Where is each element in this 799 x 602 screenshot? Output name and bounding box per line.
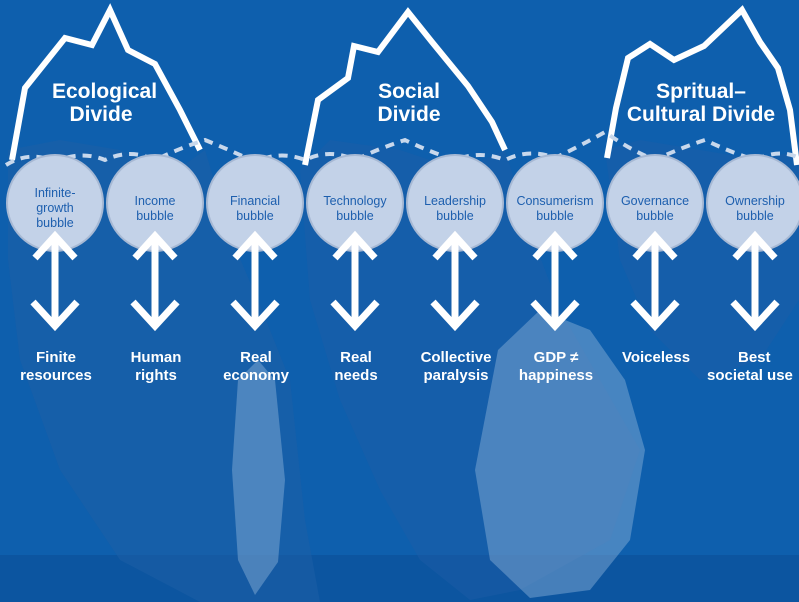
consequence-real-economy: Real economy (201, 349, 311, 385)
ghost-shape-left (232, 360, 285, 595)
bubble-label-line: bubble (436, 209, 474, 223)
consequence-line: happiness (518, 367, 594, 384)
bubble-label-leadership: Leadership bubble (407, 194, 503, 224)
ghost-shape-right (475, 310, 645, 598)
consequence-line: rights (135, 367, 177, 384)
bubble-label-consumerism: Consumerism bubble (507, 194, 603, 224)
double-arrow-icon (230, 230, 280, 332)
bubble-label-line: bubble (136, 209, 174, 223)
bubble-label-income: Income bubble (107, 194, 203, 224)
bubble-label-line: bubble (236, 209, 274, 223)
consequence-best-societal-use: Best societal use (701, 349, 799, 385)
double-arrow-icon (730, 230, 780, 332)
bubble-label-line: Financial (229, 194, 281, 208)
double-arrow-icon (630, 230, 680, 332)
consequence-collective-paralysis: Collective paralysis (401, 349, 511, 385)
bubble-label-line: bubble (536, 209, 574, 223)
consequence-line: Real (240, 349, 272, 366)
bubble-label-ownership: Ownership bubble (707, 194, 799, 224)
iceberg-peak-ecological (9, 3, 203, 161)
bubble-label-line: Ownership (725, 194, 785, 208)
divide-title-social: Social Divide (360, 80, 458, 126)
consequence-line: GDP ≠ (533, 349, 579, 366)
double-arrow-icon (30, 230, 80, 332)
iceberg-peak-social (302, 7, 508, 166)
bubble-label-financial: Financial bubble (207, 194, 303, 224)
bubble-label-line: bubble (36, 216, 74, 230)
divide-title-line: Cultural Divide (626, 103, 776, 126)
consequence-line: Finite (36, 349, 76, 366)
deep-water-band (0, 555, 799, 602)
iceberg-shadow-middle (300, 140, 640, 600)
bubble-label-line: Consumerism (516, 194, 594, 208)
bubble-label-line: Income (134, 194, 176, 208)
bubble-label-line: Technology (323, 194, 387, 208)
consequence-line: resources (20, 367, 92, 384)
iceberg-peak-cultural (604, 5, 799, 166)
bubble-label-line: bubble (336, 209, 374, 223)
consequence-line: paralysis (423, 367, 489, 384)
consequence-line: societal use (707, 367, 793, 384)
divide-title-line: Spritual– (656, 80, 746, 103)
bubble-layer (6, 154, 799, 252)
consequence-line: Collective (420, 349, 492, 366)
arrow-layer (30, 230, 780, 332)
consequence-line: Human (130, 349, 182, 366)
bubble-label-governance: Governance bubble (607, 194, 703, 224)
double-arrow-icon (430, 230, 480, 332)
consequence-voiceless: Voiceless (601, 349, 711, 367)
consequence-line: Voiceless (621, 349, 691, 366)
bubble-label-line: Infinite- (34, 186, 76, 200)
consequence-real-needs: Real needs (301, 349, 411, 385)
consequence-line: Real (340, 349, 372, 366)
double-arrow-icon (530, 230, 580, 332)
consequence-gdp-happiness: GDP ≠ happiness (501, 349, 611, 385)
divide-title-line: Ecological (52, 80, 158, 103)
waterline (4, 129, 799, 167)
divide-title-line: Social (378, 80, 440, 103)
consequence-finite-resources: Finite resources (1, 349, 111, 385)
consequence-line: needs (334, 367, 378, 384)
consequence-line: Best (738, 349, 771, 366)
bubble-label-line: growth (36, 201, 74, 215)
double-arrow-icon (130, 230, 180, 332)
consequence-human-rights: Human rights (101, 349, 211, 385)
divide-title-line: Divide (69, 103, 133, 126)
consequence-line: economy (223, 367, 289, 384)
divide-title-cultural: Spritual– Cultural Divide (618, 80, 784, 126)
iceberg-shadow-left (8, 140, 320, 602)
bubble-label-line: bubble (736, 209, 774, 223)
bubble-label-line: bubble (636, 209, 674, 223)
bubble-label-line: Leadership (424, 194, 486, 208)
bubble-label-infinite-growth: Infinite- growth bubble (7, 186, 103, 231)
bubble-label-technology: Technology bubble (307, 194, 403, 224)
divide-title-line: Divide (377, 103, 441, 126)
divide-title-ecological: Ecological Divide (52, 80, 158, 126)
double-arrow-icon (330, 230, 380, 332)
bubble-label-line: Governance (620, 194, 690, 208)
